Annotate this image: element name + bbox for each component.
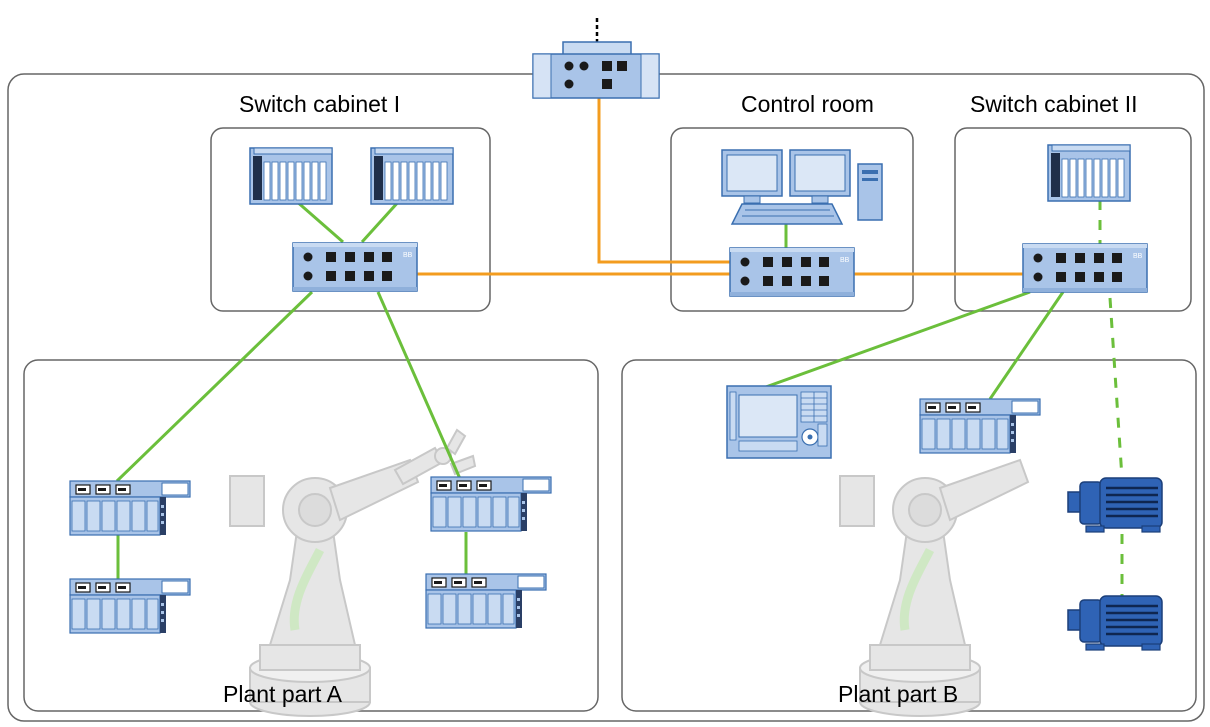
- network-switch-icon: BB: [729, 247, 855, 297]
- network-switch-icon: BB: [1022, 243, 1148, 293]
- network-switch-icon: BB: [292, 242, 418, 292]
- robot-arm-icon: [840, 460, 1028, 716]
- workstation-icon: [721, 149, 883, 225]
- switch-cabinet-2-label: Switch cabinet II: [970, 91, 1137, 117]
- motor-icon: [1066, 594, 1164, 652]
- plant-part-b-label: Plant part B: [838, 681, 958, 707]
- plc-icon: [370, 147, 454, 205]
- outer-frame: [7, 73, 1205, 722]
- hmi-panel-icon: [726, 385, 832, 459]
- motor-icon: [1066, 476, 1164, 534]
- fiber-links: [413, 18, 1023, 276]
- robot-arm-icon: [230, 460, 418, 716]
- plc-icon: [249, 147, 333, 205]
- io-module-icon: [69, 480, 191, 536]
- robot-gripper-icon: [394, 429, 476, 485]
- plant-part-a-label: Plant part A: [223, 681, 343, 707]
- svg-text:BB: BB: [840, 257, 850, 264]
- plc-icon: [1047, 144, 1131, 202]
- io-module-icon: [425, 573, 547, 629]
- svg-text:BB: BB: [1133, 253, 1143, 260]
- io-module-icon: [69, 578, 191, 634]
- switch-cabinet-2-frame: [954, 127, 1192, 312]
- control-room-label: Control room: [741, 91, 874, 117]
- io-module-icon: [430, 476, 552, 532]
- io-module-icon: [919, 398, 1041, 454]
- control-room-frame: [670, 127, 914, 312]
- ethernet-links: [115, 198, 1124, 596]
- switch-cabinet-1-label: Switch cabinet I: [239, 91, 400, 117]
- svg-text:BB: BB: [403, 252, 413, 259]
- uplink-switch-icon: [532, 41, 660, 99]
- switch-cabinet-1-frame: [210, 127, 491, 312]
